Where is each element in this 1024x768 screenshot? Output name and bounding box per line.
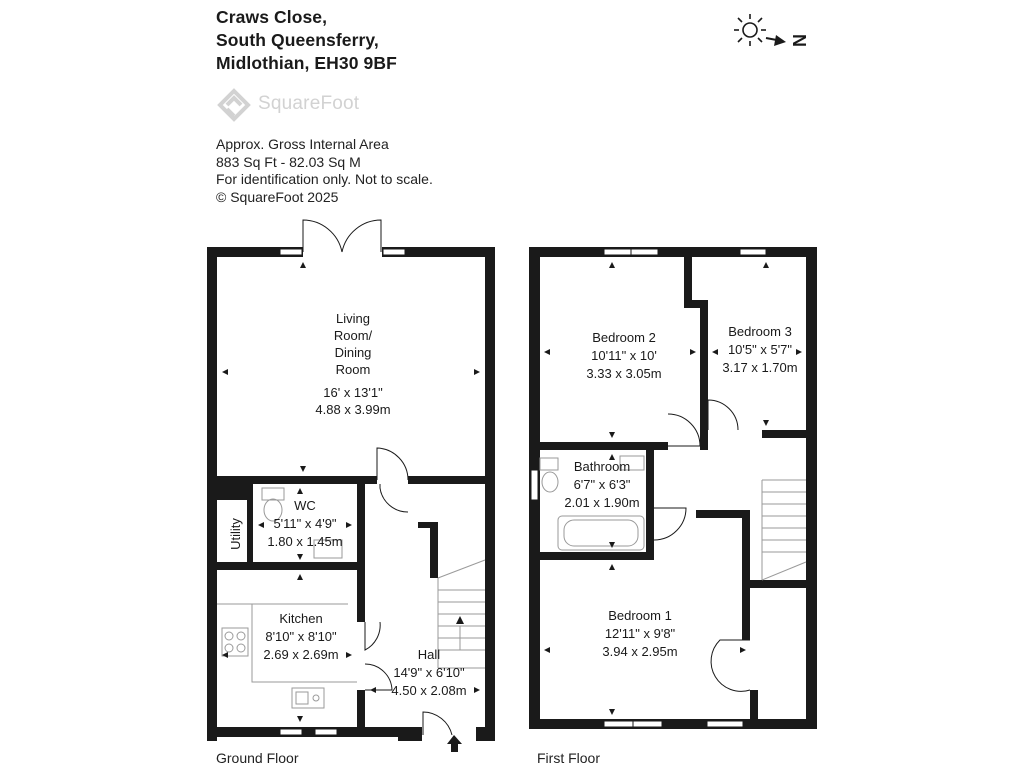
bedroom2-imperial: 10'11" x 10': [591, 348, 657, 363]
squarefoot-logo-icon: [217, 88, 251, 122]
ff-window-bedroom3: [739, 248, 767, 256]
gf-west-wall: [207, 247, 217, 741]
gf-south-wall-right: [476, 727, 495, 741]
cupboard-north-wall: [750, 580, 806, 588]
living-room-label-3: Dining: [335, 345, 372, 360]
address-line-2: South Queensferry,: [216, 30, 379, 50]
bedroom1-label: Bedroom 1: [608, 608, 672, 623]
area-info-disclaimer: For identification only. Not to scale.: [216, 171, 433, 187]
ground-floor-label: Ground Floor: [216, 750, 299, 766]
hob-icon: [221, 627, 249, 657]
bedroom3-imperial: 10'5" x 5'7": [728, 342, 792, 357]
ff-window-bathroom: [530, 469, 539, 501]
kitchen-east-wall-upper: [357, 570, 365, 622]
living-room-label-2: Room/: [334, 328, 373, 343]
ff-south-wall: [529, 719, 817, 729]
bathroom-metric: 2.01 x 1.90m: [564, 495, 639, 510]
bedroom2-south-wall: [540, 442, 668, 450]
gf-north-wall-left: [207, 247, 303, 257]
wc-metric: 1.80 x 1.45m: [267, 534, 342, 549]
sun-compass-icon: [734, 14, 786, 46]
living-south-wall-right: [408, 476, 485, 484]
stair-arrow-icon: [456, 616, 464, 624]
ff-north-wall: [529, 247, 817, 257]
entrance-arrow-icon: [447, 735, 462, 752]
area-info-heading: Approx. Gross Internal Area: [216, 136, 389, 152]
bedroom3-label: Bedroom 3: [728, 324, 792, 339]
ff-stairs: [761, 479, 807, 581]
area-info: Approx. Gross Internal Area 883 Sq Ft - …: [216, 136, 433, 206]
hall-metric: 4.50 x 2.08m: [391, 683, 466, 698]
stairwell-west-wall: [742, 510, 750, 640]
bedroom2-east-wall: [700, 300, 708, 450]
living-room-metric: 4.88 x 3.99m: [315, 402, 390, 417]
ff-dimension-ticks: [544, 262, 802, 715]
wc-east-wall: [357, 484, 365, 566]
gf-north-wall-right: [382, 247, 495, 257]
gf-door-step: [398, 727, 422, 741]
bedroom1-imperial: 12'11" x 9'8": [605, 626, 676, 641]
kitchen-north-wall: [217, 562, 365, 570]
living-room-label-4: Room: [336, 362, 371, 377]
living-south-wall-left: [217, 476, 377, 484]
bedroom3-metric: 3.17 x 1.70m: [722, 360, 797, 375]
bathroom-label: Bathroom: [574, 459, 630, 474]
utility-east-wall: [247, 484, 253, 566]
gf-window-north-1: [279, 248, 303, 256]
living-room-label-1: Living: [336, 311, 370, 326]
stair-wall: [430, 522, 438, 578]
wc-fittings: [261, 487, 343, 559]
kitchen-label: Kitchen: [279, 611, 322, 626]
address-line-3: Midlothian, EH30 9BF: [216, 53, 397, 73]
wc-imperial: 5'11" x 4'9": [273, 516, 336, 531]
sink-icon: [291, 687, 325, 709]
kitchen-counter: [217, 603, 357, 683]
gf-window-south-2: [314, 728, 338, 736]
bathroom-south-wall: [540, 552, 654, 560]
bathroom-imperial: 6'7" x 6'3": [574, 477, 631, 492]
area-info-size: 883 Sq Ft - 82.03 Sq M: [216, 153, 361, 170]
bedroom3-south-wall: [762, 430, 806, 438]
ff-window-bedroom1-2: [706, 720, 744, 728]
french-doors: [302, 219, 382, 253]
hall-label: Hall: [418, 647, 441, 662]
bedroom3-step-wall-2: [684, 300, 706, 308]
kitchen-imperial: 8'10" x 8'10": [265, 629, 337, 644]
bedroom2-label: Bedroom 2: [592, 330, 656, 345]
first-floor-label: First Floor: [537, 750, 600, 766]
ground-floor-plan: Living Room/ Dining Room 16' x 13'1" 4.8…: [207, 219, 495, 752]
squarefoot-logo: SquareFoot: [216, 88, 386, 122]
wc-label: WC: [294, 498, 316, 513]
living-room-imperial: 16' x 13'1": [323, 385, 383, 400]
bedroom2-metric: 3.33 x 3.05m: [586, 366, 661, 381]
bedroom3-step-wall-1: [684, 257, 692, 305]
gf-window-north-2: [382, 248, 406, 256]
utility-top-wall: [217, 484, 253, 500]
stair-wall-top: [418, 522, 438, 528]
hall-imperial: 14'9" x 6'10": [393, 665, 465, 680]
bathroom-east-wall: [646, 450, 654, 558]
cupboard-door-wall: [750, 690, 758, 720]
gf-east-wall: [485, 247, 495, 741]
kitchen-metric: 2.69 x 2.69m: [263, 647, 338, 662]
address-line-1: Craws Close,: [216, 7, 328, 27]
gf-doors: [364, 447, 453, 736]
logo-text: SquareFoot: [258, 93, 360, 114]
property-address: Craws Close, South Queensferry, Midlothi…: [216, 6, 397, 75]
ff-doors: [653, 399, 751, 692]
bedroom1-metric: 3.94 x 2.95m: [602, 644, 677, 659]
utility-label: Utility: [228, 518, 243, 550]
gf-stairs: [437, 559, 486, 669]
bathroom-fittings: [539, 455, 645, 551]
first-floor-plan: Bedroom 2 10'11" x 10' 3.33 x 3.05m Bedr…: [529, 247, 817, 729]
gf-window-south-1: [279, 728, 303, 736]
ff-east-wall: [806, 247, 817, 729]
kitchen-east-wall-lower: [357, 690, 365, 730]
area-info-copyright: © SquareFoot 2025: [216, 188, 339, 205]
gf-dimension-ticks: [222, 262, 480, 722]
landing-wall: [696, 510, 746, 518]
